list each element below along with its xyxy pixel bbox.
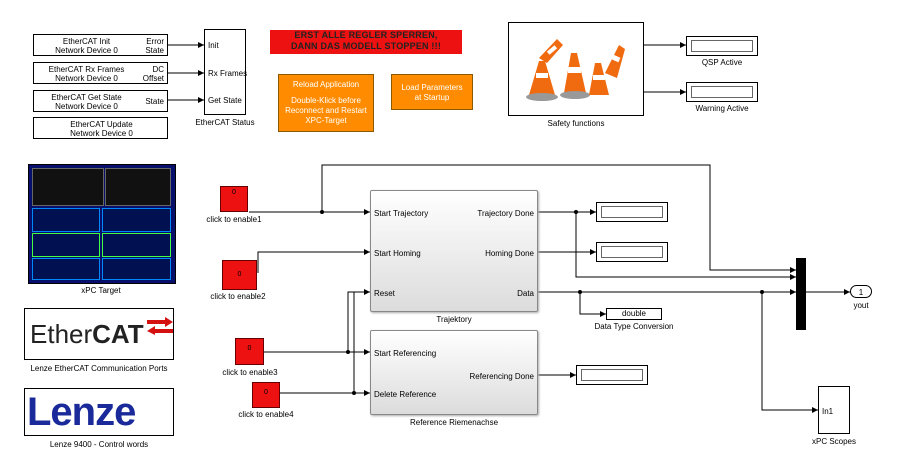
load-params-line1: Load Parameters	[401, 83, 463, 92]
port-label: Trajectory Done	[477, 209, 534, 218]
ethercat-logo-text: EtherCAT	[30, 320, 144, 348]
data-type-conversion-block[interactable]: double	[606, 308, 662, 320]
block-subtitle: Network Device 0	[55, 74, 118, 83]
enable4-label[interactable]: click to enable4	[238, 410, 294, 419]
xpc-screen-pane	[102, 233, 171, 257]
ethercat-init-block[interactable]: EtherCAT Init Network Device 0 Error Sta…	[33, 34, 168, 56]
port-label: State	[145, 46, 164, 55]
ethercat-update-block[interactable]: EtherCAT Update Network Device 0	[33, 117, 168, 139]
warning-annotation: ERST ALLE REGLER SPERREN, DANN DAS MODEL…	[270, 30, 462, 54]
load-parameters-button[interactable]: Load Parameters at Startup	[391, 74, 473, 110]
block-subtitle: Network Device 0	[55, 46, 118, 55]
load-params-line2: at Startup	[414, 93, 450, 102]
warning-line2: DANN DAS MODELL STOPPEN !!!	[290, 41, 442, 51]
port-label: Referencing Done	[469, 372, 534, 381]
port-label: Error	[146, 37, 164, 46]
port-label: Data	[517, 289, 534, 298]
xpc-screen-pane	[102, 258, 171, 280]
reload-application-button[interactable]: Reload Application Double-Klick before R…	[278, 74, 374, 132]
xpc-screen-pane	[32, 208, 100, 232]
safety-functions-block[interactable]	[508, 22, 644, 116]
block-title: EtherCAT Init	[62, 37, 111, 46]
safety-functions-label: Safety functions	[547, 119, 605, 128]
port-label: Get State	[208, 96, 242, 105]
port-label: Homing Done	[485, 249, 534, 258]
xpc-target-label: xPC Target	[81, 286, 121, 295]
enable1-label[interactable]: click to enable1	[206, 215, 262, 224]
port-label: DC	[152, 65, 164, 74]
qsp-active-display[interactable]	[686, 36, 758, 56]
warning-line1: ERST ALLE REGLER SPERREN,	[294, 30, 438, 40]
ethercat-arrows-icon	[147, 317, 173, 335]
port-label: Start Referencing	[374, 349, 437, 358]
conversion-value: double	[621, 309, 647, 318]
reload-line3: Reconnect and Restart	[285, 106, 367, 115]
bus-creator[interactable]	[796, 258, 806, 330]
lenze-logo-block[interactable]: Lenze	[24, 388, 174, 436]
reference-subsystem[interactable]: Start Referencing Delete Reference Refer…	[370, 330, 538, 415]
ethercat-logo-label: Lenze EtherCAT Communication Ports	[30, 364, 168, 373]
block-title: EtherCAT Rx Frames	[48, 65, 125, 74]
xpc-scopes-label: xPC Scopes	[811, 437, 857, 446]
enable3-constant[interactable]: 0	[235, 338, 264, 365]
enable2-constant[interactable]: 0	[222, 260, 257, 290]
ethercat-logo-part1: Ether	[30, 319, 93, 349]
port-label: In1	[822, 407, 834, 416]
yout-outport[interactable]: 1	[850, 285, 872, 298]
block-title: EtherCAT Get State	[51, 93, 122, 102]
trajektory-subsystem[interactable]: Start Trajectory Start Homing Reset Traj…	[370, 190, 538, 312]
block-title: EtherCAT Update	[70, 120, 133, 129]
reload-line2: Double-Klick before	[291, 96, 361, 105]
port-label: State	[145, 97, 164, 106]
xpc-screen-pane	[32, 258, 100, 280]
warning-active-label: Warning Active	[695, 104, 749, 113]
port-label: Offset	[142, 74, 164, 83]
xpc-screen-pane	[32, 168, 104, 206]
trajektory-label: Trajektory	[436, 315, 472, 324]
enable4-value: 0	[264, 389, 268, 396]
reload-line1: Reload Application	[292, 80, 360, 89]
port-label: Reset	[374, 289, 395, 298]
lenze-logo-text: Lenze	[27, 390, 136, 434]
ethercat-status-block[interactable]: Init Rx Frames Get State	[204, 29, 248, 115]
lenze-logo-label: Lenze 9400 - Control words	[49, 440, 149, 449]
enable2-label[interactable]: click to enable2	[210, 292, 266, 301]
xpc-screen-pane	[102, 208, 171, 232]
reference-label: Reference Riemenachse	[409, 418, 499, 427]
reload-line4: XPC-Target	[305, 116, 347, 125]
port-label: Start Trajectory	[374, 209, 429, 218]
block-subtitle: Network Device 0	[70, 129, 133, 138]
ethercat-get-state-block[interactable]: EtherCAT Get State Network Device 0 Stat…	[33, 90, 168, 112]
ethercat-rx-frames-block[interactable]: EtherCAT Rx Frames Network Device 0 DC O…	[33, 62, 168, 84]
port-label: Start Homing	[374, 249, 421, 258]
xpc-scopes-block[interactable]: In1	[818, 386, 850, 434]
enable1-constant[interactable]: 0	[220, 186, 248, 212]
outport-number: 1	[858, 288, 864, 297]
enable3-label[interactable]: click to enable3	[222, 368, 278, 377]
ethercat-logo-part2: CAT	[92, 319, 144, 349]
enable3-value: 0	[247, 345, 252, 352]
xpc-target-block[interactable]	[28, 164, 176, 284]
xpc-screen-pane	[105, 168, 171, 206]
traffic-cones-icon	[526, 39, 625, 101]
homing-done-display[interactable]	[596, 242, 668, 262]
port-label: Rx Frames	[208, 69, 248, 78]
warning-active-display[interactable]	[686, 82, 758, 102]
enable2-value: 0	[237, 271, 242, 278]
conversion-label: Data Type Conversion	[594, 322, 674, 331]
port-label: Delete Reference	[374, 390, 437, 399]
referencing-done-display[interactable]	[576, 365, 648, 385]
enable1-value: 0	[232, 189, 236, 196]
status-block-label: EtherCAT Status	[195, 118, 255, 127]
xpc-screen-pane	[32, 233, 100, 257]
ethercat-logo-block[interactable]: EtherCAT	[24, 308, 174, 360]
block-subtitle: Network Device 0	[55, 102, 118, 111]
enable4-constant[interactable]: 0	[252, 382, 280, 408]
qsp-active-label: QSP Active	[701, 58, 743, 67]
trajectory-done-display[interactable]	[596, 202, 668, 222]
port-label: Init	[208, 41, 219, 50]
outport-label: yout	[853, 301, 869, 310]
